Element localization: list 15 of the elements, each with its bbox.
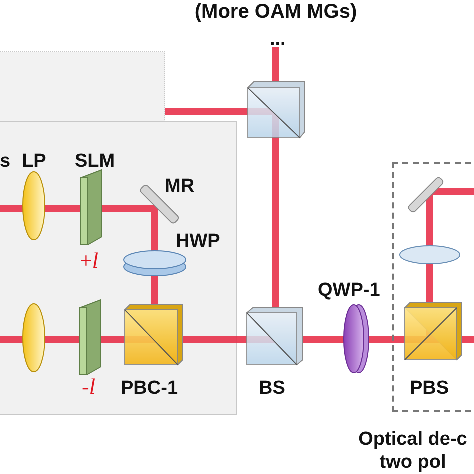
part-label: PBS [410, 379, 450, 398]
title: (More OAM MGs) [194, 2, 358, 22]
polarity-label: -l [82, 376, 96, 398]
dashed-group-box [392, 162, 474, 412]
part-label: PBC-1 [121, 379, 178, 398]
part-label: SLM [75, 152, 116, 171]
part-label: BS [259, 379, 286, 398]
part-label: QWP-1 [318, 281, 380, 300]
part-label: HWP [176, 232, 220, 251]
part-label: MR [165, 177, 195, 196]
ellipsis-label: ... [270, 30, 286, 49]
polarity-label: +l [80, 250, 99, 272]
part-label: s [0, 152, 11, 171]
group-caption: Optical de-c two pol [358, 428, 468, 474]
part-label: LP [22, 152, 46, 171]
